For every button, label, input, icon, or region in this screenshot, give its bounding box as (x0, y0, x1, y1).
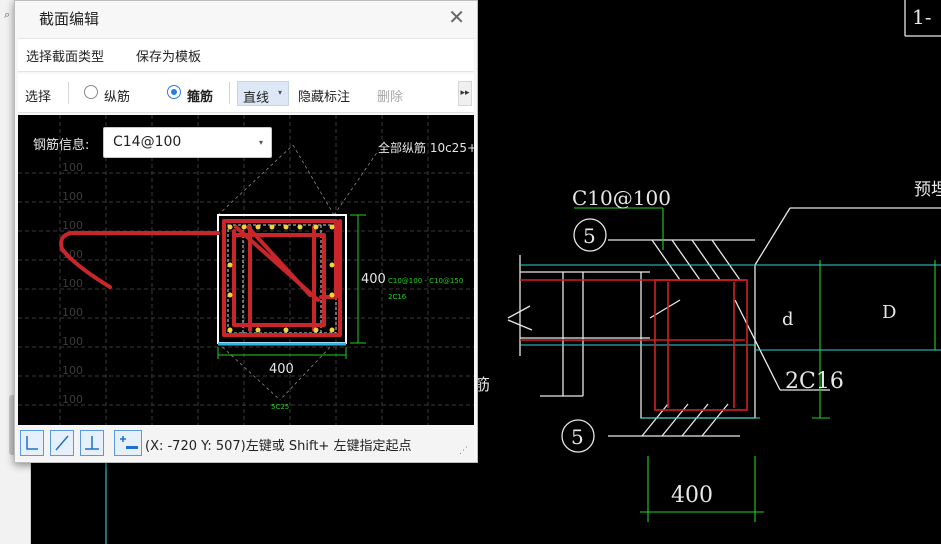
cad-partial-left: 筋 (474, 375, 490, 394)
dialog-title: 截面编辑 (39, 10, 100, 28)
resize-grip-icon[interactable]: ⋰ (459, 446, 468, 456)
rebar-info-label: 钢筋信息: (33, 138, 90, 153)
section-editor-dialog: 截面编辑 ✕ 选择截面类型 保存为模板 选择 纵筋 箍筋 直线 ▾ 隐藏标注 删… (14, 0, 478, 463)
dialog-titlebar[interactable]: 截面编辑 ✕ (15, 1, 477, 35)
radio-longitudinal[interactable] (84, 85, 98, 99)
line-mode-label: 直线 (243, 91, 270, 106)
hide-annotation-button[interactable]: 隐藏标注 (298, 90, 351, 105)
chevron-down-icon: ▾ (258, 138, 263, 147)
radio-longitudinal-label[interactable]: 纵筋 (104, 90, 131, 105)
orthogonal-line-icon[interactable] (20, 430, 44, 456)
cad-side-label-2: D (882, 302, 896, 323)
grid-label: 100 (62, 161, 83, 174)
line-mode-dropdown[interactable]: 直线 ▾ (237, 81, 289, 106)
dialog-menubar: 选择截面类型 保存为模板 (18, 38, 474, 72)
green-note-bar: 2C16 (388, 293, 407, 301)
cad-bar-label: 2C16 (785, 369, 844, 394)
toolbar-separator (68, 82, 69, 104)
radio-stirrup-label[interactable]: 箍筋 (187, 90, 214, 105)
section-canvas[interactable]: 100 100 100 100 100 100 100 100 100 (18, 115, 474, 425)
all-longitudinal-note: 全部纵筋 10c25+2c (378, 140, 474, 155)
dialog-toolbar: 选择 纵筋 箍筋 直线 ▾ 隐藏标注 删除 ▸▸ (18, 74, 474, 113)
grid-label: 100 (62, 335, 83, 348)
select-button[interactable]: 选择 (25, 90, 52, 105)
more-tools-icon[interactable]: ▸▸ (458, 81, 472, 106)
diagonal-line-icon[interactable] (50, 430, 74, 456)
cad-dimension: 400 (671, 483, 713, 508)
grid-label: 100 (62, 277, 83, 290)
menu-select-section-type[interactable]: 选择截面类型 (26, 50, 105, 65)
grid-label: 100 (62, 364, 83, 377)
toolbar-separator (229, 82, 230, 104)
status-coordinates: (X: -720 Y: 507)左键或 Shift+ 左键指定起点 (145, 439, 412, 454)
rebar-info-value: C14@100 (113, 134, 182, 150)
cad-marker-number: 5 (583, 224, 596, 248)
section-drawing[interactable]: 100 100 100 100 100 100 100 100 100 (18, 115, 474, 425)
close-icon[interactable]: ✕ (448, 5, 465, 29)
dialog-statusbar: (X: -720 Y: 507)左键或 Shift+ 左键指定起点 ⋰ (18, 426, 474, 460)
delete-button[interactable]: 删除 (377, 90, 404, 105)
grid-label: 100 (62, 219, 83, 232)
dim-right: 400 (361, 272, 386, 287)
green-note-stirrup: C10@100 - C10@150 (388, 277, 463, 285)
cad-partial-right: 预埋 (914, 180, 941, 200)
grid-label: 100 (62, 306, 83, 319)
cad-side-label-1: d (782, 309, 794, 330)
cad-top-right-tag: 1- (912, 5, 931, 29)
dim-bottom: 400 (269, 362, 294, 377)
perpendicular-icon[interactable] (80, 430, 104, 456)
green-note-bottom: 5C25 (271, 403, 289, 411)
rebar-info-select[interactable]: C14@100 ▾ (103, 127, 272, 158)
search-icon[interactable]: ⌕ (4, 8, 11, 21)
scrollbar[interactable] (9, 395, 16, 455)
cad-marker-number-2: 5 (571, 425, 584, 449)
add-point-icon[interactable] (114, 430, 142, 456)
grid-label: 100 (62, 190, 83, 203)
cad-stirrup-label: C10@100 (572, 186, 671, 210)
radio-stirrup[interactable] (167, 85, 181, 99)
menu-save-template[interactable]: 保存为模板 (136, 50, 202, 65)
chevron-down-icon: ▾ (278, 88, 283, 97)
grid-label: 100 (62, 393, 83, 406)
